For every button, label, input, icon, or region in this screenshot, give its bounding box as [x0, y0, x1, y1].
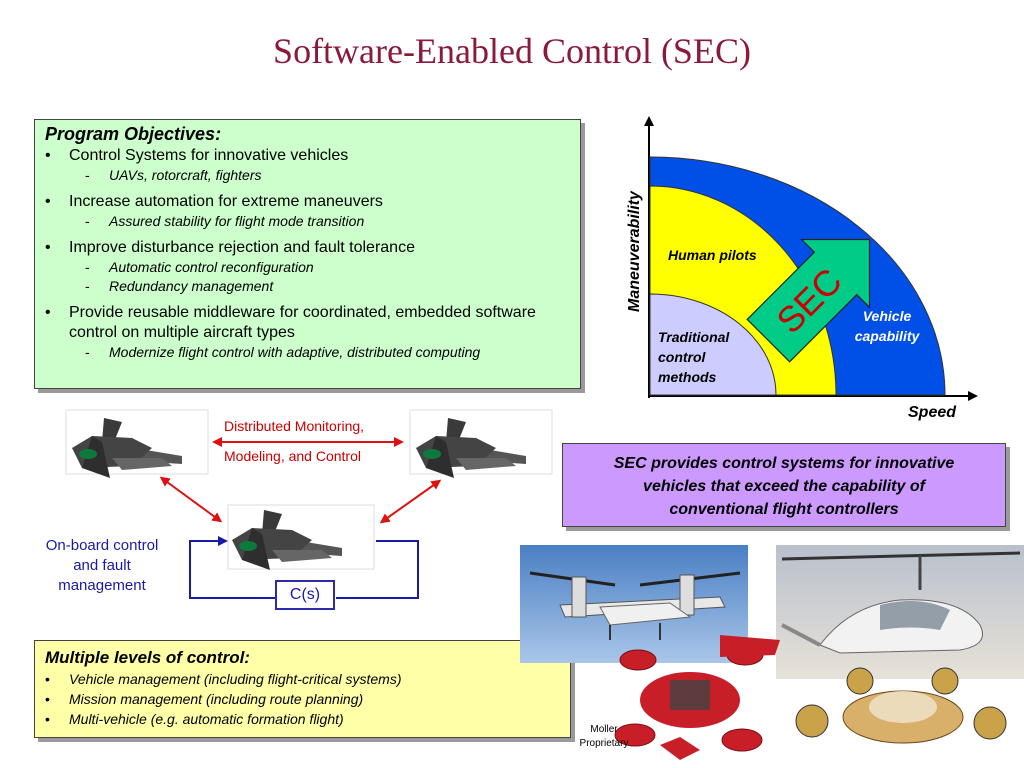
objective-subitem: -Assured stability for flight mode trans… [85, 213, 365, 229]
feedback-loop-right [336, 540, 419, 599]
controller-block: C(s) [275, 580, 335, 610]
objective-subtext: Automatic control reconfiguration [109, 259, 314, 275]
objective-text: Control Systems for innovative vehicles [69, 147, 349, 164]
objective-subitem: -Automatic control reconfiguration [85, 259, 314, 275]
sec-statement-line2: vehicles that exceed the capability of [643, 478, 925, 495]
objective-subtext: Modernize flight control with adaptive, … [109, 344, 481, 360]
level-item: •Vehicle management (including flight-cr… [45, 671, 402, 687]
level-item: •Mission management (including route pla… [45, 691, 364, 707]
objective-item: •Control Systems for innovative vehicles [45, 147, 349, 164]
program-objectives-box: Program Objectives: •Control Systems for… [34, 119, 581, 389]
level-text: Vehicle management (including flight-cri… [69, 671, 402, 687]
onboard-label-line2: and fault [73, 557, 131, 574]
objective-item: •Improve disturbance rejection and fault… [45, 239, 415, 256]
objective-item: •Provide reusable middleware for coordin… [45, 304, 536, 341]
left-link-arrow [159, 476, 223, 523]
sec-statement-box: SEC provides control systems for innovat… [562, 443, 1006, 527]
x-axis-arrowhead [968, 391, 978, 401]
human-pilots-label: Human pilots [668, 247, 757, 263]
levels-heading: Multiple levels of control: [45, 648, 250, 667]
objective-subitem: -Redundancy management [85, 278, 274, 294]
pod-vehicle-photo [795, 667, 1007, 744]
traditional-methods-label: Traditional control methods [658, 329, 730, 385]
slide-title: Software-Enabled Control (SEC) [273, 31, 751, 71]
objective-text: Provide reusable middleware for coordina… [69, 304, 536, 341]
distributed-label-line1: Distributed Monitoring, [224, 418, 365, 434]
level-text: Mission management (including route plan… [69, 691, 364, 707]
feedback-arrowhead [218, 536, 228, 546]
vehicle-capability-label: Vehicle capability [854, 308, 920, 344]
capability-chart: SEC Maneuverability Speed Human pilots [626, 116, 978, 421]
level-item: •Multi-vehicle (e.g. automatic formation… [45, 711, 344, 727]
photo-caption: Moller Proprietary [574, 723, 634, 751]
objective-subtext: Redundancy management [109, 278, 274, 294]
tiltrotor-photo [520, 545, 748, 663]
objective-item: •Increase automation for extreme maneuve… [45, 193, 383, 210]
feedback-loop-left [189, 540, 275, 599]
sec-statement-line1: SEC provides control systems for innovat… [613, 455, 955, 472]
onboard-label-line1: On-board control [45, 537, 159, 554]
traditional-methods-region [649, 293, 777, 396]
objective-subtext: UAVs, rotorcraft, fighters [109, 167, 262, 183]
y-axis-arrowhead [644, 116, 654, 126]
objective-subitem: -UAVs, rotorcraft, fighters [85, 167, 262, 183]
objective-subtext: Assured stability for flight mode transi… [109, 213, 365, 229]
red-skycar-photo [614, 635, 780, 760]
objective-text: Improve disturbance rejection and fault … [69, 239, 415, 256]
sec-statement-line3: conventional flight controllers [669, 501, 899, 518]
control-architecture-diagram [65, 409, 553, 599]
level-text: Multi-vehicle (e.g. automatic formation … [69, 711, 344, 727]
y-axis-label: Maneuverability [626, 190, 643, 312]
distributed-label-line2: Modeling, and Control [224, 448, 361, 464]
photo-caption-line1: Moller [590, 724, 618, 735]
control-levels-box: Multiple levels of control: •Vehicle man… [34, 640, 571, 738]
onboard-label: On-board control and fault management [30, 536, 174, 596]
x-axis-label: Speed [908, 404, 957, 421]
objectives-heading: Program Objectives: [45, 124, 222, 144]
photo-caption-line2: Proprietary [579, 738, 629, 749]
helicopter-photo [776, 545, 1024, 679]
vehicle-photos [520, 545, 1024, 760]
objective-text: Increase automation for extreme maneuver… [69, 193, 383, 210]
objective-subitem: -Modernize flight control with adaptive,… [85, 344, 481, 360]
right-link-arrow [379, 479, 442, 524]
onboard-label-line3: management [58, 577, 146, 594]
